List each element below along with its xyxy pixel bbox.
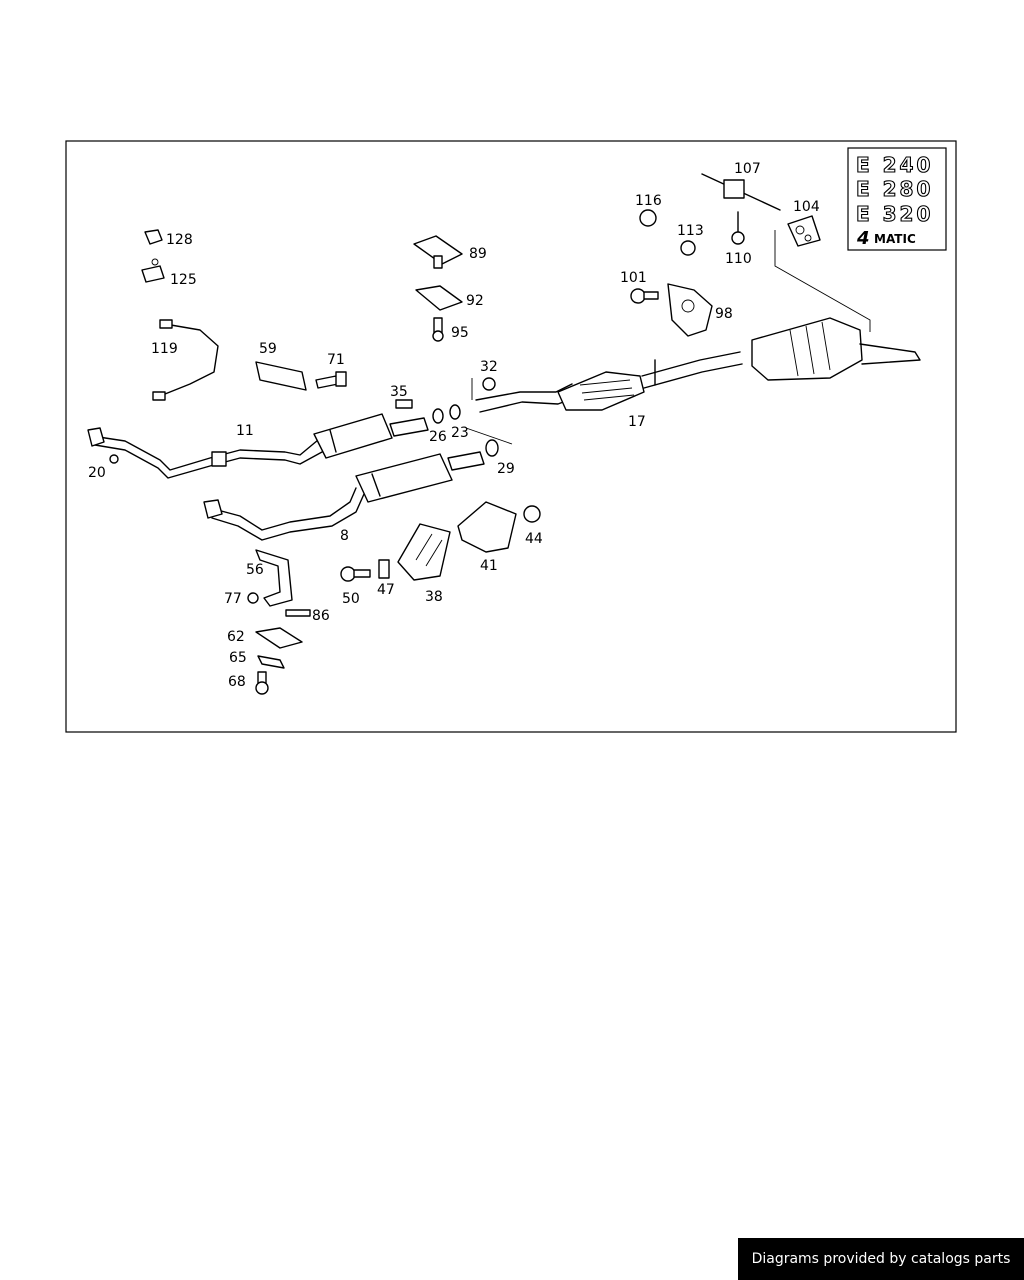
part-label-11: 11	[236, 423, 254, 439]
part-label-65: 65	[229, 650, 247, 666]
part-label-56: 56	[246, 562, 264, 578]
part-label-38: 38	[425, 589, 443, 605]
part-label-20: 20	[88, 465, 106, 481]
part-label-59: 59	[259, 341, 277, 357]
small-parts-drawing	[109, 173, 871, 695]
part-label-77: 77	[224, 591, 242, 607]
part-label-29: 29	[497, 461, 515, 477]
part-label-98: 98	[715, 306, 733, 322]
part-label-92: 92	[466, 293, 484, 309]
badge-e320: E 320	[856, 202, 933, 226]
part-label-113: 113	[677, 223, 704, 239]
part-label-23: 23	[451, 425, 469, 441]
part-label-35: 35	[390, 384, 408, 400]
part-label-68: 68	[228, 674, 246, 690]
front-pipe-8-drawing	[203, 451, 485, 541]
part-label-47: 47	[377, 582, 395, 598]
part-label-41: 41	[480, 558, 498, 574]
front-pipe-11-drawing	[87, 413, 429, 479]
part-label-128: 128	[166, 232, 193, 248]
part-label-89: 89	[469, 246, 487, 262]
part-label-101: 101	[620, 270, 647, 286]
badge-e240: E 240	[856, 153, 933, 177]
part-label-86: 86	[312, 608, 330, 624]
part-label-26: 26	[429, 429, 447, 445]
part-label-44: 44	[525, 531, 543, 547]
part-label-8: 8	[340, 528, 349, 544]
part-label-62: 62	[227, 629, 245, 645]
part-labels: 128 125 119 59 71 11 20 89 92 95 35 26 2…	[88, 161, 820, 690]
part-label-71: 71	[327, 352, 345, 368]
badge-4: 4	[856, 228, 870, 249]
part-label-95: 95	[451, 325, 469, 341]
center-section-17-drawing	[475, 317, 921, 413]
part-label-116: 116	[635, 193, 662, 209]
part-label-125: 125	[170, 272, 197, 288]
badge-matic: MATIC	[874, 232, 916, 246]
part-label-119: 119	[151, 341, 178, 357]
model-badges: E 240 E 280 E 320 4 MATIC	[847, 147, 947, 251]
diagram-frame	[65, 140, 957, 733]
part-label-50: 50	[342, 591, 360, 607]
footer-credit: Diagrams provided by catalogs parts	[738, 1238, 1024, 1280]
part-label-107: 107	[734, 161, 761, 177]
part-label-17: 17	[628, 414, 646, 430]
part-label-104: 104	[793, 199, 820, 215]
part-label-32: 32	[480, 359, 498, 375]
badge-e280: E 280	[856, 177, 933, 201]
part-label-110: 110	[725, 251, 752, 267]
